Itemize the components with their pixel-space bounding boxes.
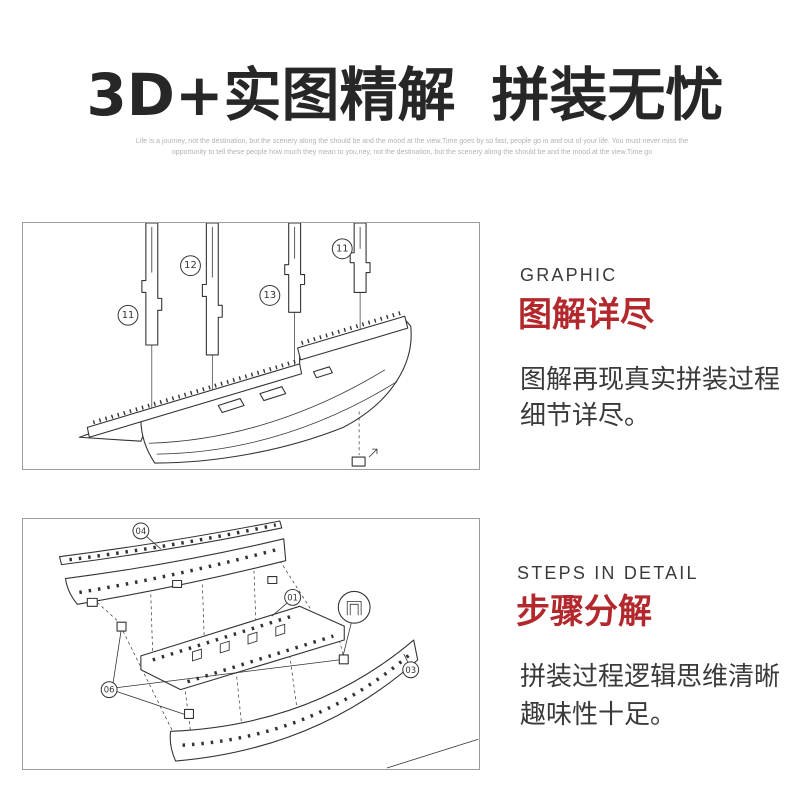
- decorative-tagline: Life is a journey, not the destination, …: [24, 136, 800, 158]
- callout-leaders: [112, 536, 409, 715]
- guide-line: [338, 639, 344, 656]
- callout-number: 12: [184, 260, 197, 271]
- small-part: [116, 621, 127, 632]
- hull-planking: [148, 369, 398, 455]
- guide-line: [122, 630, 173, 732]
- upper-rail-piece: [58, 520, 283, 566]
- mast-piece: [141, 223, 163, 346]
- diagram-panel-steps: 04 01 06 03: [22, 518, 480, 770]
- guide-line: [150, 594, 154, 658]
- small-part: [351, 456, 366, 467]
- diagram-panel-graphic: 11 12 13 11: [22, 222, 480, 470]
- feature-title: 步骤分解: [516, 592, 652, 632]
- small-part: [267, 575, 278, 585]
- stern-castle: [297, 315, 409, 361]
- feature-description-line: 图解再现真实拼装过程: [520, 365, 781, 395]
- feature-label-en: GRAPHIC: [520, 265, 618, 285]
- loose-part: [351, 411, 378, 467]
- ship-hull: [78, 310, 412, 464]
- callout-badge: 11: [331, 238, 353, 260]
- leader-line: [112, 631, 122, 683]
- edge-line: [386, 738, 479, 769]
- feature-description-line: 细节详尽。: [520, 401, 651, 431]
- callout-circle: [100, 681, 118, 699]
- callout-circle: [402, 661, 420, 679]
- deck-hole: [219, 640, 230, 654]
- callout-circle: [259, 284, 281, 306]
- tagline-line: Life is a journey, not the destination, …: [135, 138, 689, 145]
- callout-badge: 06: [100, 681, 118, 699]
- page-title-main: 3D+实图精解: [86, 61, 456, 129]
- tagline-line: opportunity to tell these people how muc…: [171, 149, 653, 156]
- callout-circle: [284, 588, 302, 606]
- guide-line: [289, 654, 298, 714]
- deck-hole: [192, 648, 202, 662]
- assembly-guide-lines: [96, 560, 344, 732]
- leader-line: [271, 603, 287, 617]
- small-part: [183, 708, 195, 719]
- callout-number: 04: [136, 526, 147, 536]
- guide-line: [184, 685, 191, 732]
- feature-description-line: 拼装过程逻辑思维清晰: [520, 662, 781, 692]
- deck-hatch: [217, 398, 245, 414]
- callout-circle: [331, 238, 353, 260]
- deck-exploded-diagram: 04 01 06 03: [58, 520, 479, 769]
- feature-description-line: 趣味性十足。: [520, 700, 677, 730]
- bracket-part-icon: [346, 600, 362, 616]
- mast-piece: [201, 223, 223, 356]
- leader-line: [117, 659, 340, 689]
- callout-badge: 11: [117, 304, 139, 326]
- guide-line: [235, 670, 243, 730]
- callout-circle: [180, 255, 201, 277]
- forward-bulwark: [86, 363, 303, 438]
- small-part: [338, 654, 349, 665]
- leader-line: [146, 536, 161, 550]
- callout-badge: 13: [259, 284, 281, 306]
- wall-slots: [79, 547, 281, 595]
- detail-magnifier: [337, 590, 371, 656]
- guide-line: [253, 570, 257, 627]
- page-title-sub: 拼装无忧: [491, 61, 724, 129]
- mast-piece: [284, 223, 306, 313]
- leader-line: [403, 653, 409, 663]
- callout-badge: 12: [180, 255, 201, 277]
- deck-plate: [140, 605, 345, 691]
- lower-hull-wall: [169, 639, 419, 762]
- magnifier-pointer: [342, 623, 352, 656]
- guide-line: [279, 560, 312, 611]
- callout-number: 11: [122, 310, 135, 321]
- deck-edge-slots: [186, 634, 334, 684]
- feature-title: 图解详尽: [518, 295, 654, 335]
- deck-hole: [247, 631, 258, 645]
- callout-number: 13: [264, 290, 277, 301]
- mast-pieces: [141, 223, 371, 356]
- page-title: 3D+实图精解拼装无忧: [10, 62, 800, 128]
- deck-hole: [275, 623, 286, 637]
- small-part: [172, 579, 183, 588]
- callout-circle: [117, 304, 139, 326]
- guide-line: [202, 584, 205, 643]
- ship-mast-assembly-diagram: 11 12 13 11: [78, 223, 412, 467]
- callout-number: 03: [405, 665, 416, 675]
- small-parts: [86, 575, 349, 719]
- feature-label-en: STEPS IN DETAIL: [517, 563, 699, 583]
- callout-number: 11: [336, 243, 349, 254]
- callout-number: 06: [104, 685, 115, 695]
- deck-hatch: [259, 386, 287, 402]
- callout-badge: 04: [132, 522, 150, 540]
- callout-badge: 03: [402, 661, 420, 679]
- upper-hull-wall: [64, 538, 287, 605]
- callout-circle: [132, 522, 150, 540]
- leader-line: [116, 691, 185, 715]
- deck-hatch: [312, 366, 333, 379]
- guide-line: [96, 602, 120, 623]
- callout-number: 01: [287, 592, 298, 602]
- callout-badge: 01: [284, 588, 302, 606]
- rail-slots: [69, 523, 277, 562]
- small-part: [86, 597, 98, 607]
- magnifier-circle: [337, 590, 371, 624]
- arrow-icon: [368, 448, 378, 458]
- bulwark-railing: [92, 358, 299, 425]
